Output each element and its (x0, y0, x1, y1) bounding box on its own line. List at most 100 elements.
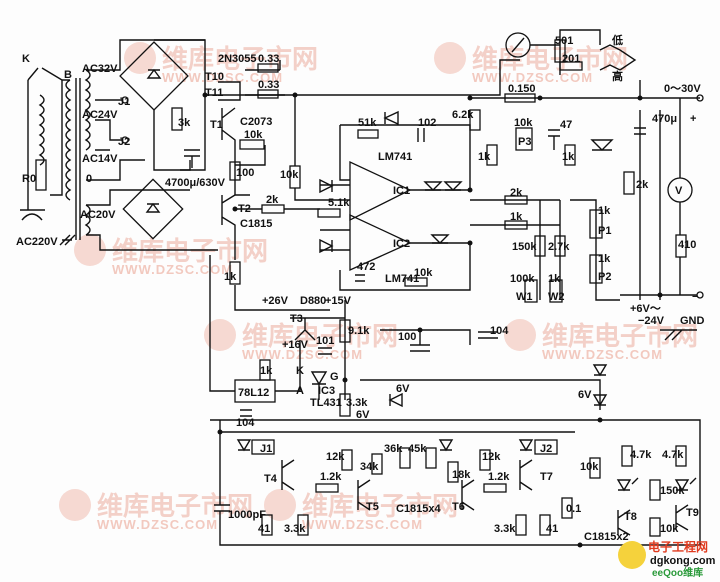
capacitor-472 (355, 274, 365, 282)
transformer-core (75, 78, 81, 240)
label-104-b: 104 (490, 325, 509, 337)
diode-icon (383, 110, 399, 126)
watermark-logo-icon (264, 489, 296, 521)
pot-p3 (515, 127, 533, 151)
resistor-36k (399, 447, 411, 469)
label-t11: T11 (205, 87, 223, 99)
resistor-150k (534, 235, 546, 257)
resistor-150k-ind (649, 479, 661, 501)
brand-site-name: 电子工程网 (648, 539, 708, 554)
label-101: 101 (316, 335, 334, 347)
label-1k-p2: 1k (598, 253, 611, 265)
label-1k-d: 1k (510, 211, 523, 223)
capacitor-47 (548, 129, 560, 150)
label-10k-b: 10k (280, 169, 299, 181)
label-ac24v: AC24V (82, 109, 118, 121)
transistor-t6 (461, 479, 475, 511)
resistor-41-b (539, 514, 551, 536)
label-r0: R0 (22, 173, 36, 185)
label-1k-c: 1k (562, 151, 575, 163)
watermark-url: WWW.DZSC.COM (542, 347, 663, 362)
op-amp-ic2 (349, 213, 412, 272)
resistor-r0 (35, 159, 47, 191)
diode-icon (236, 439, 252, 452)
label-voltmeter: V (675, 185, 683, 197)
label-12k-b: 12k (482, 451, 501, 463)
label-3-3k-b: 3.3k (284, 523, 306, 535)
resistor-9-1k (339, 319, 351, 343)
label-j2: J2 (118, 136, 130, 148)
label-104-a: 104 (236, 417, 255, 429)
label-gnd: GND (680, 315, 705, 327)
transformer-secondary-lower (84, 189, 218, 251)
resistor-1-2k-a (315, 483, 339, 493)
label-1k-p1: 1k (598, 205, 611, 217)
resistor-51k (357, 129, 379, 139)
capacitor-4700u (184, 149, 200, 168)
label-34k: 34k (360, 461, 379, 473)
label-100: 100 (236, 167, 254, 179)
label-c1815x4: C1815x4 (396, 503, 442, 515)
label-zero-tap: 0 (86, 173, 92, 185)
relay-contact-j1 (121, 96, 129, 104)
label-ac32v: AC32V (82, 63, 118, 75)
label-j2-coil: J2 (540, 443, 552, 455)
label-ac14v: AC14V (82, 153, 118, 165)
diode-icon (443, 181, 463, 191)
range-switch (599, 44, 637, 71)
relay-drivers (214, 420, 580, 546)
output-terminal-positive (696, 94, 704, 102)
label-6v-c: 6V (578, 389, 592, 401)
junction-dots (202, 92, 663, 548)
wire (570, 199, 620, 301)
watermark-logo-icon (74, 234, 106, 266)
bridge-rectifiers (119, 41, 189, 240)
label-ac220v: AC220V (16, 236, 58, 248)
label-ic2: IC2 (393, 238, 410, 250)
resistor-0-1 (561, 497, 573, 519)
label-k: K (296, 365, 304, 377)
wire (470, 199, 561, 300)
label-6v-a: 6V (356, 409, 370, 421)
resistor-3-3k-a (339, 393, 351, 417)
transistor-t5 (357, 479, 371, 511)
label-t4: T4 (264, 473, 278, 485)
transistor-t10-t11 (218, 81, 241, 101)
diode-icon (319, 238, 334, 254)
label-0-150: 0.150 (508, 83, 536, 95)
label-4-7k-b: 4.7k (662, 449, 684, 461)
bridge-rectifier-aux (122, 178, 184, 240)
label-410: 410 (678, 239, 696, 251)
transistor-t4 (281, 459, 295, 491)
label-10k-fb: 10k (414, 267, 433, 279)
zener-6v-icon (592, 394, 608, 407)
label-9-1k: 9.1k (348, 325, 370, 337)
label-0-30v: 0～30V (664, 83, 701, 95)
label-0-33-a: 0.33 (258, 53, 279, 65)
power-stage (153, 39, 520, 311)
relay-contact-j2 (121, 136, 129, 144)
label-w2: W2 (548, 291, 565, 303)
resistor-34k (371, 453, 383, 475)
label-51k: 51k (358, 117, 377, 129)
op-amp-inputs (320, 184, 350, 251)
resistor-12k-a (341, 449, 353, 471)
capacitor-470u (634, 127, 646, 135)
label-t2: T2 (238, 203, 251, 215)
relay-coil-j1 (251, 439, 275, 455)
label-470u: 470μ (652, 113, 677, 125)
resistor-100 (229, 161, 241, 181)
resistor-2k-b (504, 195, 528, 205)
label-2k-b: 2k (510, 187, 523, 199)
resistor-1-2k-b (483, 483, 507, 493)
resistor-2-7k (554, 235, 566, 257)
resistor-1k (229, 261, 241, 285)
diode-icon (146, 68, 162, 79)
corner-brand: 电子工程网 dgkong.com eeQoo维库 (618, 539, 716, 579)
watermark-text: 维库电子市网 (97, 491, 253, 522)
label-layer: K R0 AC220V B AC32V AC24V AC14V 0 AC20V … (16, 33, 705, 543)
resistor-3k (171, 107, 183, 131)
label-tl431: TL431 (310, 397, 342, 409)
label-472: 472 (357, 261, 375, 273)
watermark-url: WWW.DZSC.COM (242, 347, 363, 362)
